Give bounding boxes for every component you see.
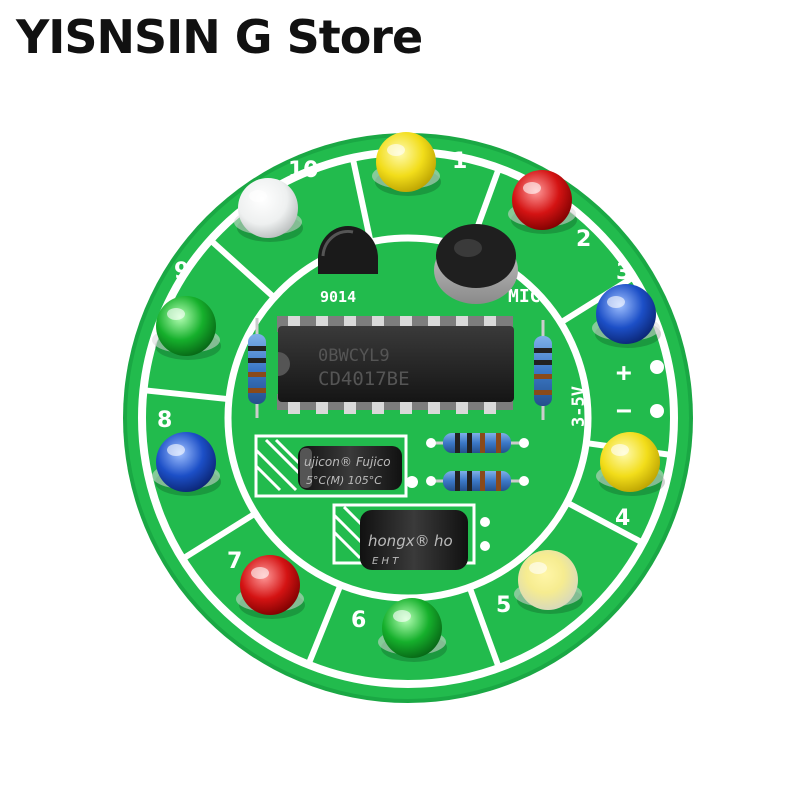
chip-pin	[484, 402, 496, 414]
led-dome	[376, 132, 436, 192]
microphone	[434, 224, 518, 304]
led-dome	[156, 432, 216, 492]
led-3	[592, 284, 661, 348]
led-dome	[596, 284, 656, 344]
led-dome	[156, 296, 216, 356]
segment-dividers	[143, 157, 672, 669]
led-7	[236, 555, 305, 619]
transistor-label: 9014	[320, 288, 356, 306]
led-2	[508, 170, 577, 234]
led-number-5: 5	[496, 593, 511, 618]
led-dome	[382, 598, 442, 658]
chip-pin	[344, 316, 356, 328]
minus-terminal-label: −	[616, 396, 632, 426]
led-number-labels: 1 2 3 4 5 6 7 8 9 10	[157, 149, 631, 633]
chip-pin	[400, 316, 412, 328]
capacitor-2-brand-repeat: ho	[434, 532, 453, 550]
led-ring	[152, 132, 665, 662]
led-dome	[512, 170, 572, 230]
led-highlight	[387, 144, 405, 156]
solder-pads	[406, 438, 529, 551]
capacitor-1-brand: ujicon®	[304, 455, 352, 469]
chip-pin	[316, 316, 328, 328]
plus-solder-pad	[650, 360, 664, 374]
led-highlight	[167, 444, 185, 456]
led-8	[152, 432, 221, 496]
led-9	[152, 296, 221, 360]
segment-divider	[349, 157, 374, 243]
led-highlight	[393, 610, 411, 622]
segment-divider	[208, 237, 277, 300]
led-number-9: 9	[174, 259, 189, 284]
segment-divider	[565, 499, 645, 546]
chip-part-number: CD4017BE	[318, 368, 410, 390]
electrolytic-capacitor-2: hongx® ho E H T	[360, 510, 468, 570]
chip-pin	[484, 316, 496, 328]
mic-label: MIC	[508, 286, 541, 307]
voltage-label: 3-5V	[569, 386, 589, 427]
led-highlight	[249, 190, 267, 202]
resistor-left	[248, 318, 266, 418]
segment-divider	[143, 387, 230, 403]
resistor-top-horizontal	[430, 433, 525, 453]
led-5	[514, 550, 583, 614]
transistor-highlight	[321, 229, 354, 257]
resistor-bottom-horizontal	[430, 471, 525, 491]
led-highlight	[523, 182, 541, 194]
capacitor-1-spec: 5°C(M) 105°C	[306, 474, 382, 487]
chip-pin	[344, 402, 356, 414]
led-highlight	[529, 562, 547, 574]
chip-pin	[372, 316, 384, 328]
cd4017-chip: 0BWCYL9 CD4017BE	[277, 316, 514, 414]
led-10	[234, 178, 303, 242]
led-number-10: 10	[288, 158, 319, 183]
segment-divider	[305, 583, 344, 666]
segment-divider	[180, 510, 257, 562]
led-dome	[518, 550, 578, 610]
led-dome	[240, 555, 300, 615]
led-4	[596, 432, 665, 496]
led-highlight	[611, 444, 629, 456]
chip-pin	[288, 402, 300, 414]
chip-pin	[428, 402, 440, 414]
led-dome	[600, 432, 660, 492]
chip-pin	[428, 316, 440, 328]
segment-divider	[466, 586, 502, 669]
chip-pin	[316, 402, 328, 414]
chip-pin	[372, 402, 384, 414]
chip-pin	[288, 316, 300, 328]
led-number-3: 3	[616, 260, 631, 285]
led-highlight	[251, 567, 269, 579]
led-dome	[238, 178, 298, 238]
led-highlight	[167, 308, 185, 320]
led-number-8: 8	[157, 408, 172, 433]
led-6	[378, 598, 447, 662]
capacitor-2-spec: E H T	[372, 556, 399, 567]
chip-pin	[400, 402, 412, 414]
store-title: YISNSIN G Store	[16, 10, 423, 64]
led-number-1: 1	[452, 149, 467, 174]
chip-pin	[456, 402, 468, 414]
inner-silkscreen-ring	[224, 234, 592, 602]
led-number-4: 4	[615, 506, 630, 531]
resistor-right	[534, 320, 552, 420]
led-number-2: 2	[576, 227, 591, 252]
led-number-7: 7	[227, 549, 242, 574]
chip-pin	[456, 316, 468, 328]
capacitor-2-brand: hongx®	[368, 532, 430, 550]
led-1	[372, 132, 441, 196]
led-number-6: 6	[351, 608, 366, 633]
led-highlight	[607, 296, 625, 308]
plus-terminal-label: +	[616, 358, 632, 388]
capacitor-1-brand-repeat: Fujico	[356, 455, 391, 469]
minus-solder-pad	[650, 404, 664, 418]
chip-batch-code: 0BWCYL9	[318, 346, 390, 366]
electrolytic-capacitor-1: ujicon® Fujico 5°C(M) 105°C	[298, 446, 402, 490]
